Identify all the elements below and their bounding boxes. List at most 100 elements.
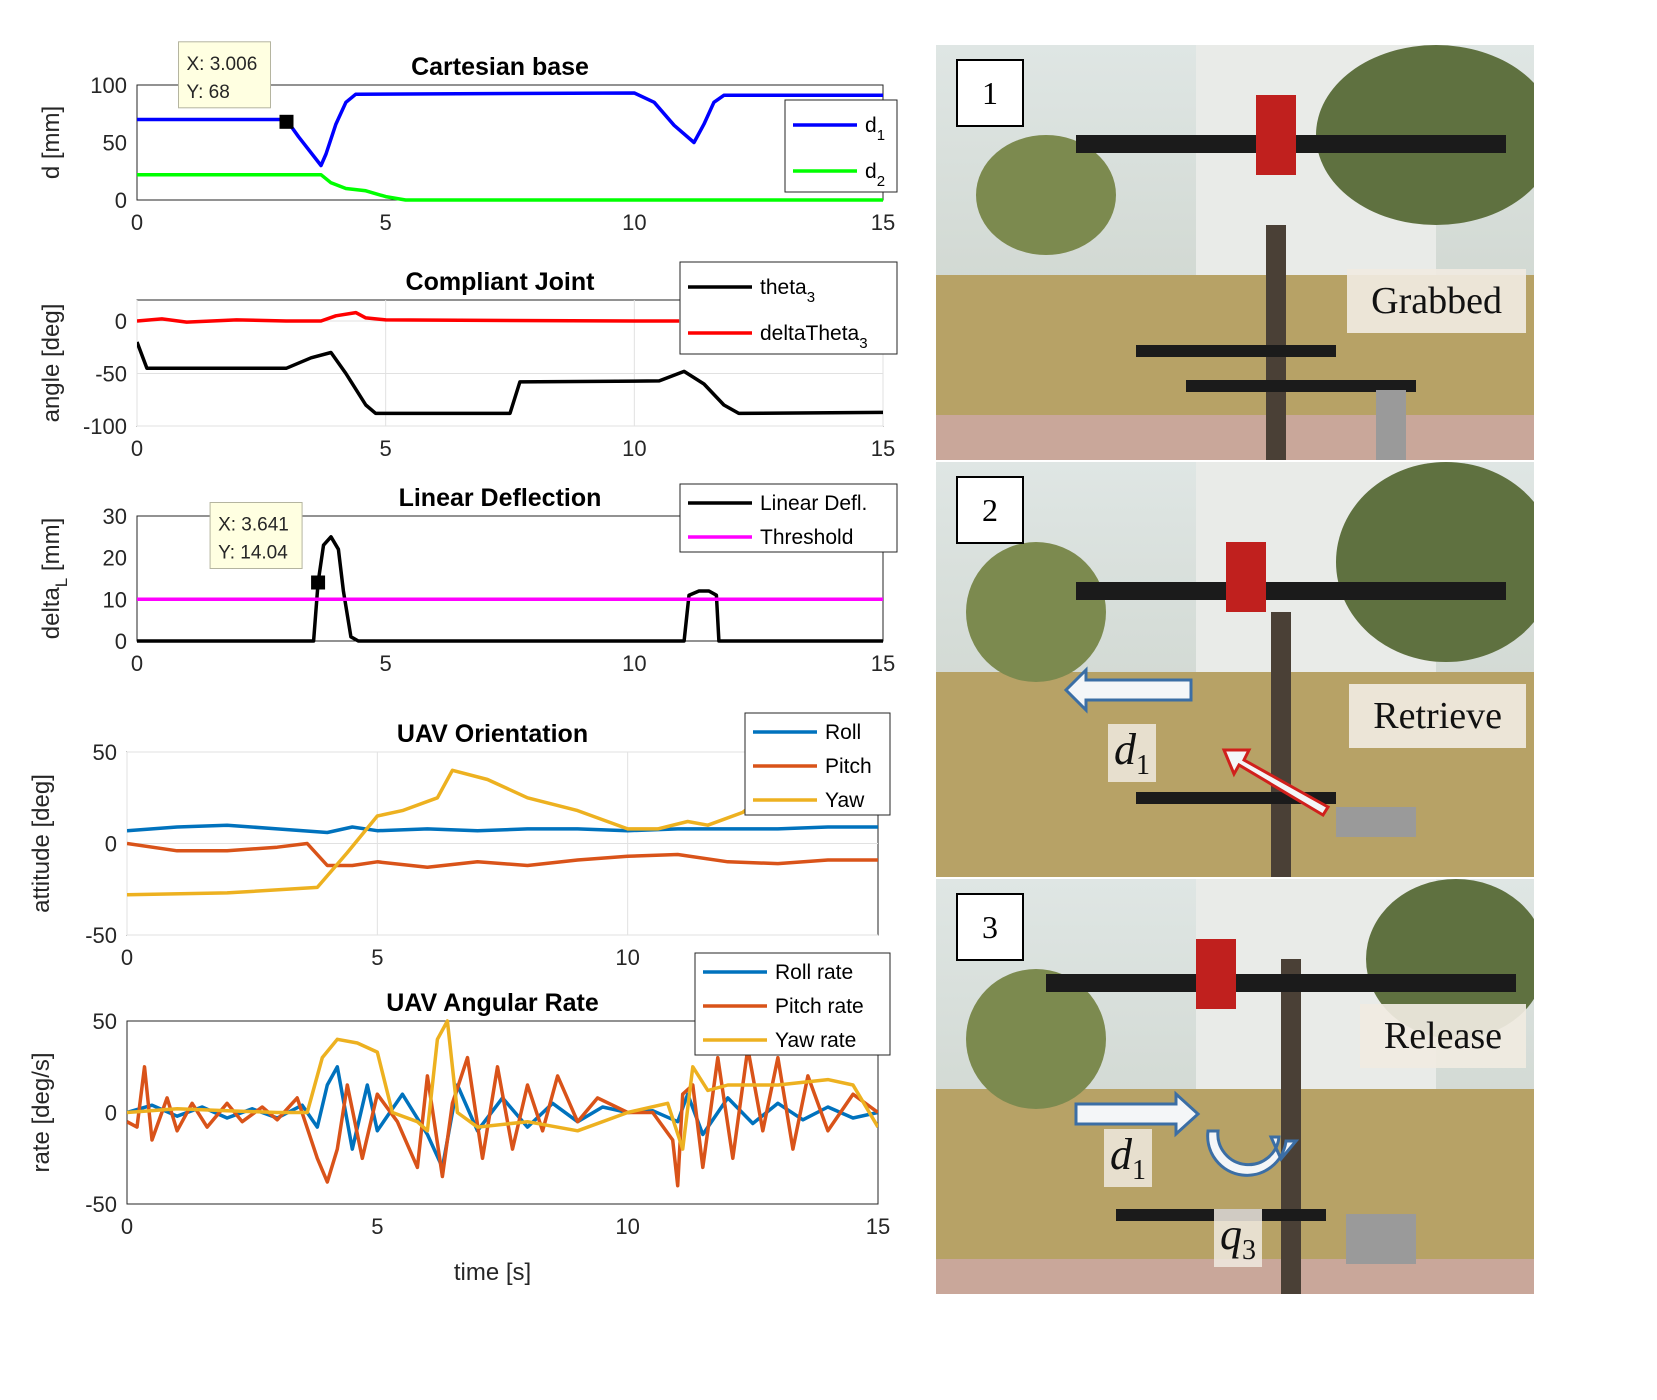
y-tick-label: 0 [115,309,127,334]
series-line-yaw-rate [127,1019,878,1151]
x-tick-label: 15 [871,436,895,461]
x-tick-label: 15 [866,1214,890,1239]
photo-panel-1: 1 Grabbed [936,45,1534,460]
y-axis-label: angle [deg] [38,304,65,423]
photo-number-2: 2 [956,476,1024,544]
y-axis-label: attitude [deg] [28,774,55,913]
legend-label-1: Threshold [760,526,853,549]
y-tick-label: -100 [83,414,127,439]
x-axis-label: time [s] [454,1259,531,1286]
datatip-marker [311,575,326,590]
y-axis-label: d [mm] [38,106,65,179]
photo-number-3: 3 [956,893,1024,961]
x-tick-label: 10 [615,945,639,970]
datatip-text: Y: 14.04 [218,543,288,564]
x-tick-label: 5 [371,1214,383,1239]
x-tick-label: 0 [131,210,143,235]
chart-title: UAV Orientation [397,720,588,748]
series-line-roll [127,823,878,835]
d1-symbol-3: d1 [1104,1129,1152,1187]
x-tick-label: 0 [121,1214,133,1239]
y-tick-label: 50 [93,1009,117,1034]
series-line-deltatheta3 [137,310,680,324]
x-tick-label: 0 [131,436,143,461]
y-tick-label: 50 [103,131,127,156]
legend-box [679,483,898,553]
photo-scene-1 [936,45,1534,460]
series-line-theta3 [137,341,883,416]
legend-label-2: Yaw [825,789,865,812]
q3-symbol: q3 [1214,1209,1262,1267]
datatip-box [209,502,303,569]
datatip-marker [279,114,294,129]
photo-panel-3: 3 Release d1 q3 [936,879,1534,1294]
datatip-text: Y: 68 [186,82,229,103]
photo-scene-3 [936,879,1534,1294]
y-axis-label: deltaL [mm] [38,518,71,640]
y-tick-label: 100 [90,73,127,98]
photo-scene-2 [936,462,1534,877]
series-line-d2 [137,172,883,202]
x-tick-label: 15 [871,210,895,235]
series-line-pitch-rate [127,1046,878,1188]
series-line-yaw [127,768,804,897]
deflection-arrow-icon [1221,748,1331,818]
y-axis-label: rate [deg/s] [28,1052,55,1172]
legend-label-0: Roll [825,721,861,744]
chart-2: 0 5 10 15 -100 -50 0 Compliant Joint angle [deg]… [38,261,898,461]
x-tick-label: 5 [380,651,392,676]
series-line-d1 [137,91,883,168]
x-tick-label: 10 [622,210,646,235]
retract-arrow-icon [1063,666,1193,714]
legend-label-2: Yaw rate [775,1029,856,1052]
x-tick-label: 10 [622,436,646,461]
y-tick-label: 30 [103,504,127,529]
y-tick-label: 10 [103,587,127,612]
x-tick-label: 0 [121,945,133,970]
y-tick-label: -50 [85,1192,117,1217]
x-tick-label: 15 [871,651,895,676]
y-tick-label: 0 [115,629,127,654]
y-tick-label: -50 [95,362,127,387]
legend-box [744,712,891,816]
legend-label-1: Pitch rate [775,995,864,1018]
y-tick-label: -50 [85,923,117,948]
chart-title: Linear Deflection [399,484,602,512]
legend-box [694,952,891,1056]
chart-title: Compliant Joint [406,268,596,296]
extend-arrow-icon [1074,1090,1201,1138]
y-tick-label: 0 [115,188,127,213]
legend-label-1: Pitch [825,755,872,778]
series-line-linear-defl- [137,535,883,643]
legend-label-0: Roll rate [775,961,853,984]
d1-symbol-letter: d [1114,725,1136,774]
d1-symbol: d1 [1108,724,1156,782]
photo-stage-label-2: Retrieve [1349,684,1526,748]
d1-symbol-3-letter: d [1110,1130,1132,1179]
legend-label-0: Linear Defl. [760,492,867,515]
rotate-arrow-icon [1206,1129,1300,1177]
legend-box [679,261,898,355]
x-tick-label: 5 [380,436,392,461]
x-tick-label: 5 [380,210,392,235]
q3-symbol-sub: 3 [1242,1234,1256,1266]
photo-number-1: 1 [956,59,1024,127]
d1-symbol-3-sub: 1 [1132,1154,1146,1186]
q3-symbol-letter: q [1220,1210,1242,1259]
datatip-text: X: 3.641 [218,515,289,536]
y-tick-label: 0 [105,1101,117,1126]
d1-symbol-sub: 1 [1136,749,1150,781]
photo-panel-2: 2 Retrieve d1 [936,462,1534,877]
y-tick-label: 50 [93,740,117,765]
y-tick-label: 20 [103,546,127,571]
chart-title: Cartesian base [411,53,589,81]
photo-stage-label-3: Release [1359,1004,1526,1068]
legend-box [784,99,898,193]
x-tick-label: 10 [615,1214,639,1239]
series-line-pitch [127,841,878,870]
